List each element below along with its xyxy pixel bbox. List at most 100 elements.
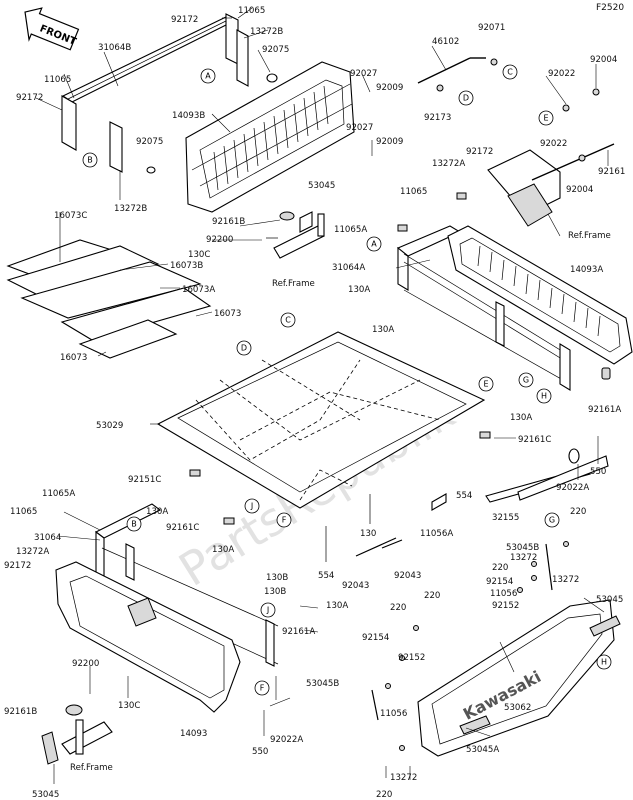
part-label: 92004 [590, 55, 617, 65]
svg-text:G: G [549, 516, 555, 525]
part-label: 13272B [250, 27, 283, 37]
ref-frame-label: Ref.Frame [70, 763, 113, 773]
part-label: 92161B [4, 707, 37, 717]
rail-31064 [94, 503, 279, 667]
diagram-code: F2520 [596, 3, 624, 13]
front-arrow-icon: FRONT [24, 7, 80, 51]
svg-text:E: E [543, 114, 548, 123]
side-panel-53062: Kawasaki [417, 599, 621, 757]
part-label: 92154 [362, 633, 389, 643]
part-label: 130C [188, 250, 210, 260]
part-label: 16073B [170, 261, 203, 271]
part-label: 53062 [504, 703, 531, 713]
part-label: 130A [326, 601, 348, 611]
part-label: 130B [266, 573, 288, 583]
part-label: 130B [264, 587, 286, 597]
bracket-92161 [487, 88, 615, 227]
part-label: 11065 [44, 75, 71, 85]
part-label: 130C [118, 701, 140, 711]
side-panel-14093 [55, 561, 241, 713]
part-label: 13272 [390, 773, 417, 783]
part-label: 92172 [171, 15, 198, 25]
svg-text:F: F [282, 516, 287, 525]
svg-text:F: F [260, 684, 265, 693]
rod-46102 [417, 57, 498, 92]
svg-text:J: J [250, 502, 253, 511]
svg-text:B: B [131, 520, 137, 529]
clip-92161c [479, 431, 491, 439]
part-label: 92161C [518, 435, 551, 445]
part-label: 92172 [4, 561, 31, 571]
part-label: 92152 [492, 601, 519, 611]
part-label: 11056 [490, 589, 517, 599]
part-label: 53045 [32, 790, 59, 800]
rail-31064a [396, 225, 571, 391]
svg-text:D: D [241, 344, 247, 353]
tailgate-14093b [185, 61, 355, 213]
part-label: 14093B [172, 111, 205, 121]
part-label: 92004 [566, 185, 593, 195]
part-label: 16073 [60, 353, 87, 363]
part-label: 550 [252, 747, 268, 757]
part-label: 31064 [34, 533, 61, 543]
part-label: 92022A [270, 735, 303, 745]
cap-92161a [601, 367, 611, 380]
part-label: 46102 [432, 37, 459, 47]
part-label: 92009 [376, 83, 403, 93]
svg-text:J: J [266, 606, 269, 615]
part-label: 92075 [136, 137, 163, 147]
part-label: 53045 [308, 181, 335, 191]
part-label: 31064A [332, 263, 365, 273]
latch-53045 [266, 211, 325, 259]
svg-text:H: H [601, 658, 607, 667]
leader-lines [35, 7, 609, 784]
latch-92161b [41, 704, 113, 765]
part-label: 92200 [206, 235, 233, 245]
clip-11065a [397, 224, 408, 232]
part-label: 31064B [98, 43, 131, 53]
part-label: 14093A [570, 265, 603, 275]
svg-text:B: B [87, 156, 93, 165]
part-label: 130A [146, 507, 168, 517]
part-label: 53045B [306, 679, 339, 689]
part-label: 92043 [342, 581, 369, 591]
part-label: 550 [590, 467, 606, 477]
part-label: 92161C [166, 523, 199, 533]
part-label: 11065A [334, 225, 367, 235]
part-label: 92172 [16, 93, 43, 103]
part-label: 11065A [42, 489, 75, 499]
part-label: 220 [390, 603, 406, 613]
svg-text:E: E [483, 380, 488, 389]
part-label: 92009 [376, 137, 403, 147]
part-label: 130A [372, 325, 394, 335]
ref-frame-label: Ref.Frame [272, 279, 315, 289]
part-label: 130A [510, 413, 532, 423]
part-label: 92071 [478, 23, 505, 33]
part-label: 11065 [238, 6, 265, 16]
part-label: 92022A [556, 483, 589, 493]
part-label: 92022 [540, 139, 567, 149]
part-label: 92161B [212, 217, 245, 227]
part-label: 11065 [10, 507, 37, 517]
part-label: 92027 [346, 123, 373, 133]
rail-31064b [61, 13, 278, 174]
part-label: 92173 [424, 113, 451, 123]
mats-16073 [6, 239, 212, 359]
part-label: 53029 [96, 421, 123, 431]
center-hardware [325, 493, 447, 562]
part-label: 554 [456, 491, 472, 501]
part-label: 220 [424, 591, 440, 601]
part-label: 92200 [72, 659, 99, 669]
part-number-labels: 92172 11065 13272B 31064B 92075 11065 92… [4, 6, 625, 800]
part-label: 554 [318, 571, 334, 581]
hinge-hardware [371, 541, 569, 751]
tailgate-14093a [447, 225, 633, 365]
part-label: 13272A [16, 547, 49, 557]
part-label: 16073C [54, 211, 87, 221]
part-label: 92151C [128, 475, 161, 485]
part-label: 16073 [214, 309, 241, 319]
rod-32155 [485, 448, 609, 503]
part-label: 130A [212, 545, 234, 555]
svg-text:C: C [285, 316, 291, 325]
part-label: 220 [492, 563, 508, 573]
